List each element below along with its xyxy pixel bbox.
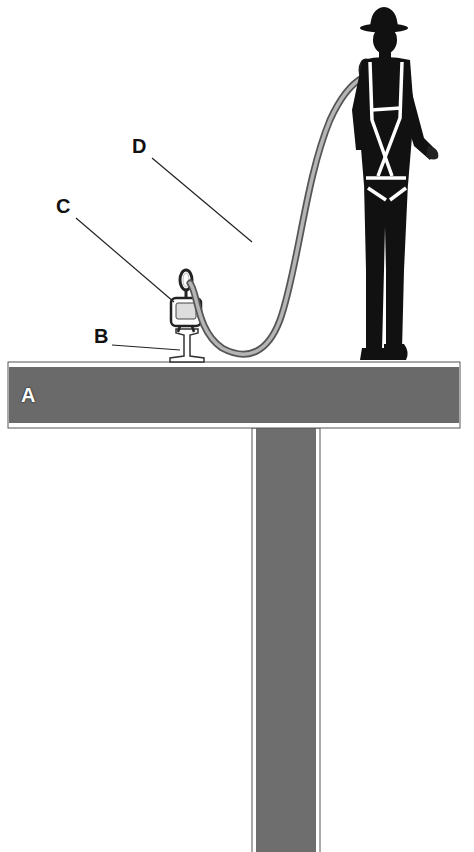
beam-outline (8, 362, 460, 428)
beam-band: A (9, 367, 459, 423)
callout-letter: D (132, 136, 146, 156)
callout-letter: B (94, 326, 108, 346)
i-beam (9, 367, 459, 423)
anchor-rail (170, 329, 204, 362)
support-column (256, 428, 316, 852)
column-outline (252, 428, 320, 852)
part-letter: A (21, 385, 35, 405)
worker-figure (352, 7, 438, 360)
leader-lines (76, 158, 252, 350)
callout-letter: C (56, 196, 70, 216)
lanyard (190, 60, 372, 354)
